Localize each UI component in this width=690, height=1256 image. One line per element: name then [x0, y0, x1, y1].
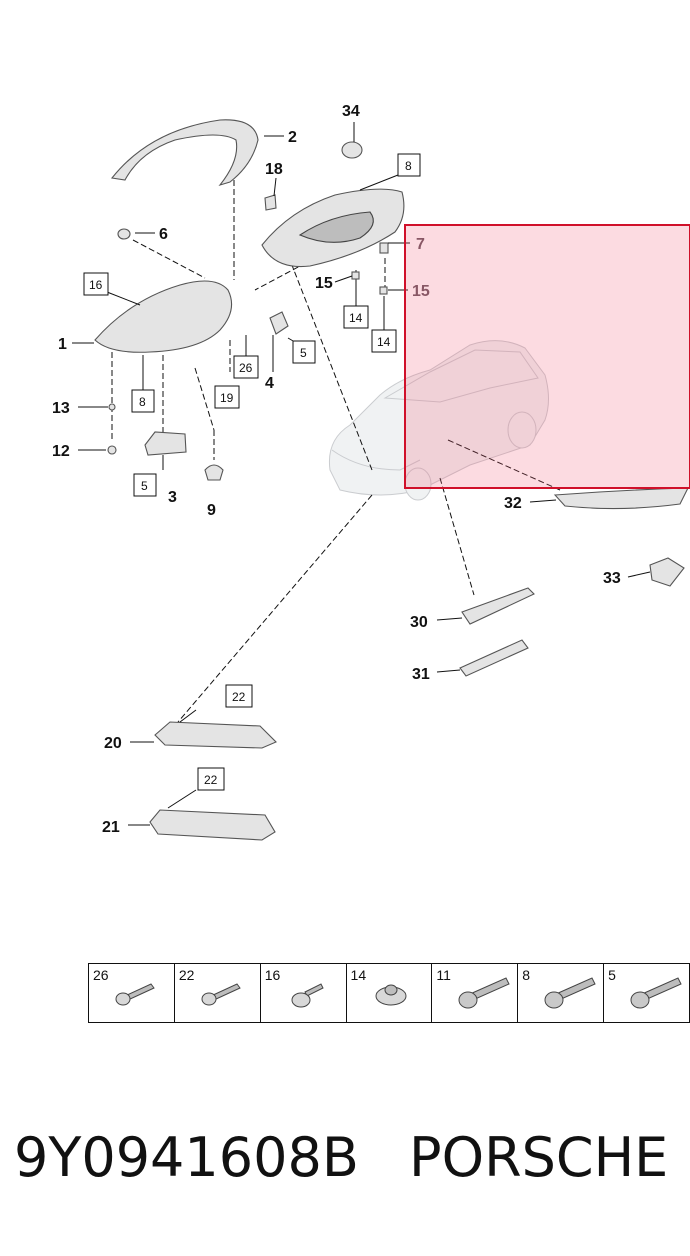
- svg-text:16: 16: [89, 278, 103, 292]
- plug-part-12: [107, 445, 117, 455]
- callout-9: 9: [207, 502, 216, 519]
- svg-text:5: 5: [300, 346, 307, 360]
- svg-text:8: 8: [405, 159, 412, 173]
- plug-part-13: [108, 403, 116, 411]
- callout-20: 20: [104, 735, 122, 752]
- car-illustration: [328, 340, 549, 501]
- svg-text:14: 14: [349, 311, 363, 325]
- fog-light-part-20: [154, 721, 277, 749]
- hardware-number: 5: [608, 967, 616, 983]
- hardware-cell-14: 14: [345, 963, 433, 1023]
- hardware-number: 16: [264, 967, 281, 983]
- part-footer: 9Y0941608B PORSCHE: [14, 1126, 684, 1196]
- svg-text:19: 19: [220, 391, 234, 405]
- highlight-region: [404, 224, 690, 489]
- svg-text:22: 22: [204, 773, 218, 787]
- hardware-cell-16: 16: [259, 963, 347, 1023]
- connector-part-33: [649, 557, 685, 587]
- headlight-lens-cover: [94, 280, 233, 353]
- callout-12: 12: [52, 443, 70, 460]
- callout-13: 13: [52, 400, 70, 417]
- hardware-cell-5: 5: [603, 963, 690, 1023]
- side-marker-part-30: [461, 587, 535, 625]
- callout-18: 18: [265, 161, 283, 178]
- svg-text:26: 26: [239, 361, 253, 375]
- hardware-number: 11: [436, 967, 451, 983]
- box-26: 26: [233, 355, 259, 379]
- torx-screw-small-icon: [115, 983, 155, 1006]
- clip-nut-icon: [375, 984, 407, 1006]
- bracket-part-4: [269, 311, 289, 335]
- side-marker-part-31: [459, 639, 529, 677]
- callout-3: 3: [168, 489, 177, 506]
- box-16: 16: [83, 272, 109, 296]
- callout-21: 21: [102, 819, 120, 836]
- cap-part-6: [117, 228, 131, 240]
- bulb-socket-part-9: [204, 464, 224, 481]
- part-number: 9Y0941608B: [14, 1126, 359, 1189]
- callout-labels: 1 2 3 4 6 7 9 12 13 15 15 18 20 21 30 31…: [52, 103, 621, 836]
- brand-name: PORSCHE: [409, 1126, 669, 1189]
- fog-light-part-21: [149, 809, 276, 841]
- callout-1: 1: [58, 336, 67, 353]
- callout-31: 31: [412, 666, 430, 683]
- box-14-right: 14: [371, 329, 397, 353]
- svg-text:14: 14: [377, 335, 391, 349]
- hardware-cell-8: 8: [517, 963, 605, 1023]
- callout-7: 7: [416, 236, 425, 253]
- box-8-top: 8: [397, 153, 421, 177]
- dashed-leaders: [111, 180, 561, 723]
- svg-text:5: 5: [141, 479, 148, 493]
- callout-6: 6: [159, 226, 168, 243]
- hardware-number: 8: [522, 967, 531, 983]
- callout-4: 4: [265, 375, 274, 392]
- hardware-cell-26: 26: [88, 963, 175, 1023]
- torx-bolt-icon: [544, 977, 596, 1009]
- hardware-cell-11: 11: [431, 963, 519, 1023]
- hardware-cell-22: 22: [173, 963, 261, 1023]
- box-8-left: 8: [131, 389, 155, 413]
- clip-part-18: [264, 194, 277, 211]
- callout-32: 32: [504, 495, 522, 512]
- module-part-3: [144, 431, 187, 456]
- callout-30: 30: [410, 614, 428, 631]
- small-part-15-left: [351, 271, 360, 280]
- small-part-7: [379, 242, 389, 254]
- exploded-parts-diagram: 1 2 3 4 6 7 9 12 13 15 15 18 20 21 30 31…: [52, 103, 690, 841]
- headlight-cap-part-34: [341, 141, 363, 159]
- hardware-number: 14: [350, 967, 367, 983]
- small-part-15-right: [379, 286, 388, 295]
- boxed-labels: 8 16 8 26 19 5 5 14: [83, 153, 421, 791]
- mirror-indicator-part-32: [553, 487, 689, 510]
- torx-bolt-icon: [630, 977, 682, 1009]
- box-14-left: 14: [343, 305, 369, 329]
- torx-bolt-icon: [458, 977, 511, 1009]
- box-22-bottom: 22: [197, 767, 225, 791]
- box-5-right: 5: [292, 340, 316, 364]
- hardware-legend-table: 26 22 16 14: [88, 963, 690, 1023]
- callout-2: 2: [288, 129, 297, 146]
- callout-15-right: 15: [412, 283, 430, 300]
- svg-text:22: 22: [232, 690, 246, 704]
- box-22-top: 22: [225, 684, 253, 708]
- torx-screw-small-icon: [201, 983, 241, 1006]
- callout-15-left: 15: [315, 275, 333, 292]
- hardware-number: 22: [178, 967, 195, 983]
- callout-34: 34: [342, 103, 360, 120]
- hardware-number: 26: [93, 967, 109, 983]
- flange-screw-icon: [291, 983, 324, 1008]
- callout-33: 33: [603, 570, 621, 587]
- headlight-housing: [261, 188, 405, 268]
- box-19: 19: [214, 385, 240, 409]
- headlight-trim-ring: [110, 119, 259, 187]
- box-5-bottom: 5: [133, 473, 157, 497]
- svg-text:8: 8: [139, 395, 146, 409]
